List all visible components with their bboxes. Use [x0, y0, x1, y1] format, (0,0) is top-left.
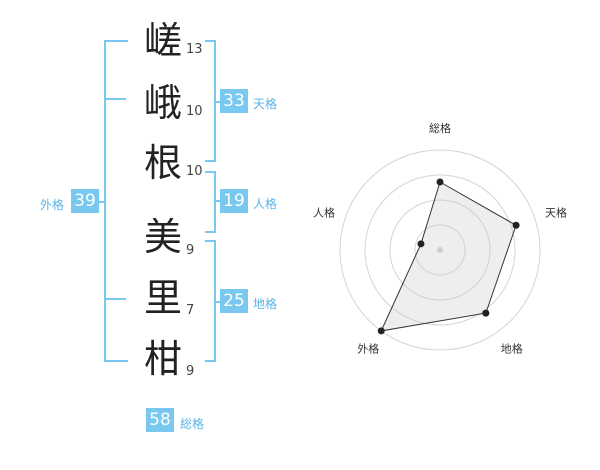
- gaikaku-connector: [98, 201, 106, 203]
- radar-ring: [339, 149, 541, 351]
- radar-point-5: [417, 240, 425, 248]
- radar-axis-label-5: 人格: [313, 205, 335, 219]
- stroke-count-2: 10: [186, 104, 203, 119]
- name-char-2: 峨: [143, 81, 182, 125]
- stroke-count-5: 7: [186, 303, 195, 318]
- stroke-count-6: 9: [186, 364, 195, 379]
- radar-axis-label-2: 天格: [545, 205, 567, 219]
- tenkaku-badge: 33: [220, 89, 248, 113]
- gaikaku-badge: 39: [71, 189, 99, 213]
- radar-axis-label-1: 総格: [429, 121, 451, 135]
- jinkaku-connector: [214, 200, 221, 202]
- tenkaku-label: 天格: [253, 97, 278, 111]
- soukaku-badge: 58: [146, 408, 174, 432]
- gaikaku-bracket-tick: [104, 298, 126, 300]
- radar-ring: [364, 174, 516, 326]
- radar-axis-label-3: 地格: [501, 342, 523, 356]
- stroke-count-3: 10: [186, 164, 203, 179]
- gaikaku-label: 外格: [40, 198, 65, 212]
- jinkaku-label: 人格: [253, 197, 278, 211]
- stroke-count-4: 9: [186, 243, 195, 258]
- name-char-5: 里: [143, 276, 182, 320]
- name-char-1: 嵯: [143, 19, 182, 63]
- radar-ring: [414, 224, 466, 276]
- chikaku-connector: [214, 301, 221, 303]
- soukaku-label: 総格: [180, 417, 205, 431]
- name-char-4: 美: [143, 215, 182, 259]
- tenkaku-connector: [214, 101, 221, 103]
- name-char-3: 根: [143, 141, 182, 185]
- radar-point-1: [436, 178, 444, 186]
- chikaku-label: 地格: [253, 297, 278, 311]
- radar-center: [437, 247, 443, 253]
- chikaku-badge: 25: [220, 289, 248, 313]
- radar-axis-label-4: 外格: [357, 342, 379, 356]
- stroke-count-1: 13: [186, 42, 203, 57]
- radar-ring: [389, 199, 491, 301]
- radar-area: [380, 181, 517, 332]
- radar-point-2: [512, 221, 520, 229]
- radar-point-4: [377, 327, 385, 335]
- name-char-6: 柑: [143, 337, 182, 381]
- jinkaku-badge: 19: [220, 189, 248, 213]
- radar-point-3: [482, 309, 490, 317]
- gaikaku-bracket-tick: [104, 98, 126, 100]
- jinkaku-bracket: [205, 171, 216, 233]
